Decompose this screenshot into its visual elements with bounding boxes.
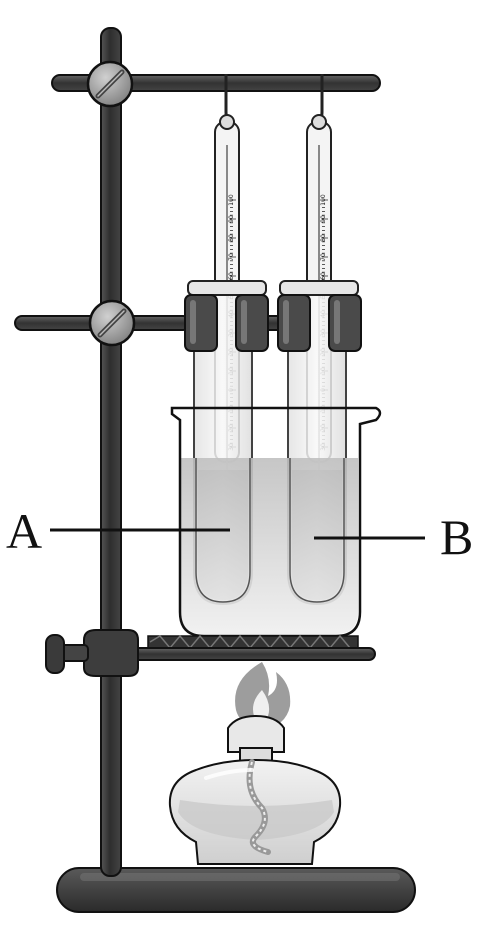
clamp-jaws (184, 294, 362, 352)
wire-gauze (147, 634, 359, 650)
middle-clamp-bar (14, 299, 289, 347)
thermometer-scale-label: 90 (320, 215, 327, 223)
label-b: B (440, 509, 474, 565)
stand-rod (100, 27, 122, 877)
top-bar (51, 60, 381, 108)
thermometer-scale-label: 70 (320, 253, 327, 261)
thermometer-scale-label: 100 (320, 194, 327, 206)
ring-support (45, 629, 376, 677)
label-a: A (6, 503, 43, 559)
flame-icon (235, 662, 291, 730)
stand-base (56, 867, 416, 913)
thermometer-scale-label: 100 (228, 194, 235, 206)
thermometer-scale-label: 90 (228, 215, 235, 223)
thermometer-scale-label: 60 (320, 272, 327, 280)
thermometer-scale-label: 80 (228, 234, 235, 242)
spirit-lamp (168, 714, 342, 865)
thermometer-scale-label: 80 (320, 234, 327, 242)
beaker (170, 406, 382, 638)
lamp-cap (227, 714, 285, 753)
tube-fronts (195, 458, 345, 603)
thermometer-scale-label: 70 (228, 253, 235, 261)
thermometer-scale-label: 60 (228, 272, 235, 280)
ring-clamp-screw (45, 634, 65, 674)
